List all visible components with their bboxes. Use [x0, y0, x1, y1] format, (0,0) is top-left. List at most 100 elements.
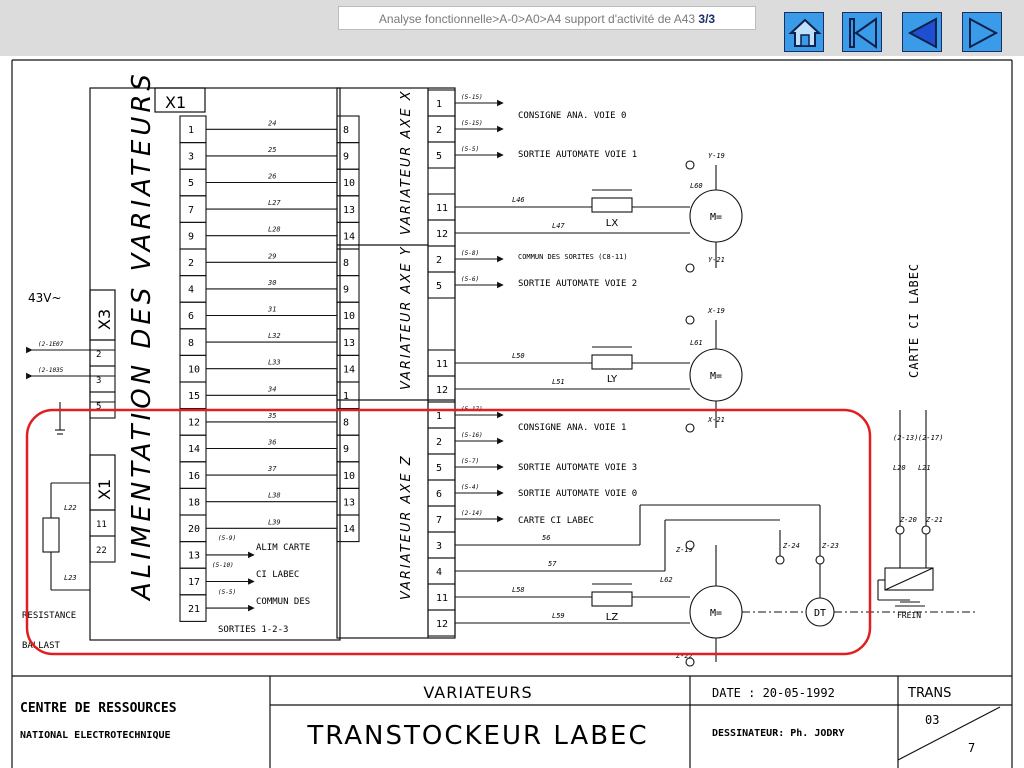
motor-wire-label: X-19 — [707, 307, 725, 315]
motor-y-label: M= — [710, 371, 722, 382]
variator-y-label: VARIATEUR AXE Y — [399, 245, 414, 390]
variator-input-number: 10 — [343, 311, 355, 322]
lz-label: LZ — [606, 612, 619, 623]
home-button[interactable] — [784, 12, 824, 52]
x1-left-label: X1 — [95, 479, 114, 500]
output-terminal-number: 4 — [436, 567, 442, 578]
signal-label: COMMUN DES SORITES (C8-11) — [518, 253, 628, 261]
wire-label: L33 — [268, 359, 281, 367]
alim-out-ref: (5-9) — [218, 535, 236, 542]
motor-wire-label: L61 — [690, 339, 703, 347]
signal-ref: (5-7) — [461, 458, 479, 465]
motor-wire-label: Z-24 — [782, 542, 800, 550]
block-terminal-number: 3 — [96, 376, 101, 386]
wire-label: 26 — [268, 173, 276, 181]
output-terminal-number: 3 — [436, 541, 442, 552]
wire-label: L27 — [268, 199, 281, 207]
output-terminal-number: 11 — [436, 593, 448, 604]
drawing-subtitle: VARIATEURS — [423, 683, 532, 702]
motor-wire-label: L46 — [512, 196, 525, 204]
block-terminal — [89, 391, 116, 419]
first-page-icon — [849, 17, 877, 49]
highlight-frame — [25, 408, 872, 656]
output-terminal-number: 5 — [436, 463, 442, 474]
signal-label: SORTIE AUTOMATE VOIE 3 — [518, 463, 637, 473]
variator-input-number: 13 — [343, 205, 355, 216]
motor-wire-label: L51 — [552, 378, 565, 386]
previous-page-button[interactable] — [902, 12, 942, 52]
wire-label: 25 — [268, 146, 276, 154]
variator-input-number: 10 — [343, 471, 355, 482]
alim-terminal-number: 21 — [188, 604, 200, 615]
signal-label: CARTE CI LABEC — [518, 516, 594, 526]
x1-top-label: X1 — [165, 93, 186, 112]
motor-wire-label: L50 — [512, 352, 525, 360]
variator-input-number: 9 — [343, 152, 349, 163]
top-toolbar: Analyse fonctionnelle>A-0>A0>A4 support … — [0, 0, 1024, 56]
variator-input-number: 8 — [343, 418, 349, 429]
signal-label: CONSIGNE ANA. VOIE 1 — [518, 423, 626, 433]
alim-terminal-number: 1 — [188, 125, 194, 136]
block-terminal — [89, 535, 116, 563]
signal-ref: (5-15) — [461, 94, 483, 101]
output-terminal-column: 125111225111212567341112(5-15)(5-15)(5-5… — [427, 89, 943, 660]
motor-wire-label: L21 — [918, 464, 931, 472]
alim-terminal-number: 2 — [188, 258, 194, 269]
alim-terminal-number: 18 — [188, 497, 200, 508]
block-terminal — [89, 339, 116, 367]
motor-wire-label: Z-22 — [675, 652, 693, 660]
alim-terminal-number: 13 — [188, 551, 200, 562]
wire-label: L32 — [268, 332, 281, 340]
wiring — [26, 99, 931, 667]
signal-label: SORTIE AUTOMATE VOIE 0 — [518, 489, 637, 499]
motor-wire-label: L47 — [552, 222, 565, 230]
wire-label: 31 — [267, 306, 276, 314]
alim-terminal-number: 17 — [188, 577, 200, 588]
wire-label: 35 — [267, 412, 276, 420]
alim-terminal-number: 9 — [188, 231, 194, 242]
alim-terminal-number: 14 — [188, 444, 200, 455]
ly-label: LY — [607, 374, 618, 385]
wire-label: L39 — [268, 518, 281, 526]
signal-ref: (5-4) — [461, 484, 479, 491]
output-terminal-number: 12 — [436, 229, 448, 240]
signal-label: CONSIGNE ANA. VOIE 0 — [518, 111, 626, 121]
signal-ref: (5-16) — [461, 432, 483, 439]
first-page-button[interactable] — [842, 12, 882, 52]
drawing-category: TRANS — [907, 686, 951, 701]
alim-out-label: COMMUN DES — [256, 597, 310, 607]
variator-input-number: 13 — [343, 338, 355, 349]
block-terminal-number: 2 — [96, 350, 101, 360]
motor-wire-label: Z-20 — [899, 516, 917, 524]
lx-label: LX — [606, 218, 619, 229]
alim-terminal-number: 15 — [188, 391, 200, 402]
motor-wire-label: 56 — [542, 534, 550, 542]
wire-label: 30 — [267, 279, 276, 287]
output-terminal-number: 11 — [436, 203, 448, 214]
motor-wire-label: L60 — [690, 182, 703, 190]
output-terminal-number: 2 — [436, 437, 442, 448]
wire-label: 37 — [267, 465, 277, 473]
home-icon — [788, 18, 822, 47]
motor-wire-label: Z-23 — [821, 542, 839, 550]
ballast-wire-label: L22 — [64, 504, 77, 512]
wire-label: 24 — [268, 119, 276, 127]
previous-arrow-icon — [907, 17, 937, 49]
output-terminal-number: 11 — [436, 359, 448, 370]
drawing-number: 03 — [925, 713, 939, 727]
variator-z-label: VARIATEUR AXE Z — [399, 454, 414, 600]
next-page-button[interactable] — [962, 12, 1002, 52]
variator-input-number: 13 — [343, 497, 355, 508]
output-terminal-number: 1 — [436, 99, 442, 110]
output-terminal-number: 5 — [436, 281, 442, 292]
supply-ref: (2-1035 — [38, 367, 64, 374]
block-terminal — [89, 365, 116, 393]
supply-ref: (2-1E07 — [38, 341, 64, 348]
motor-wire-label: Z-21 — [925, 516, 943, 524]
alim-out-label: ALIM CARTE — [256, 543, 310, 553]
motor-wire-label: L58 — [512, 586, 525, 594]
center-name-line1: CENTRE DE RESSOURCES — [20, 701, 177, 716]
breadcrumb[interactable]: Analyse fonctionnelle>A-0>A0>A4 support … — [338, 6, 756, 30]
output-terminal-number: 7 — [436, 515, 442, 526]
